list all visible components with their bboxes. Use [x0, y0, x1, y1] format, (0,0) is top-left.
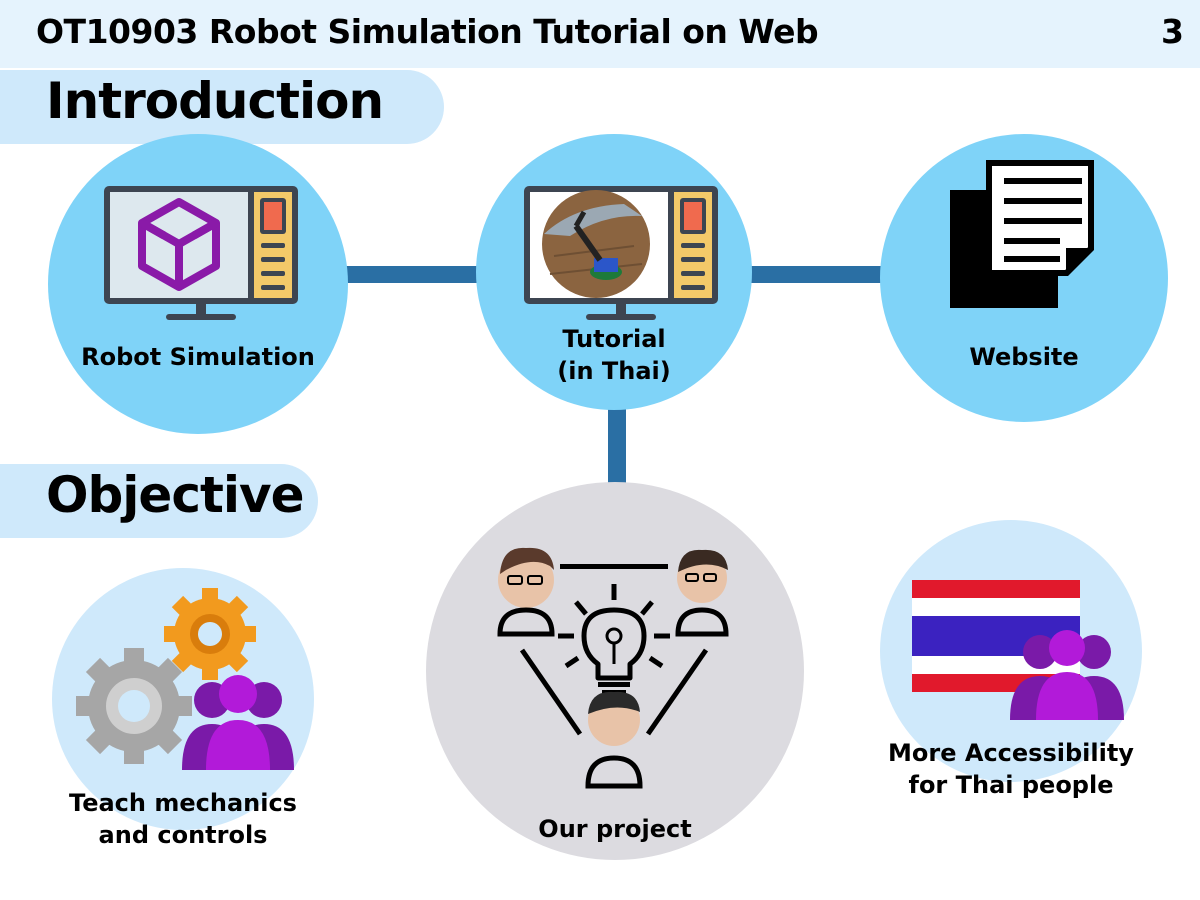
connector-right: [746, 266, 888, 283]
accessibility-label: More Accessibility for Thai people: [888, 739, 1134, 799]
connector-left: [340, 266, 488, 283]
website-label: Website: [969, 343, 1079, 371]
objective-heading: Objective: [46, 466, 305, 524]
teach-label: Teach mechanics and controls: [69, 789, 297, 849]
team-idea-icon: [497, 547, 729, 789]
monitor-robot-photo-icon: [524, 186, 718, 320]
presentation-title: OT10903 Robot Simulation Tutorial on Web: [36, 12, 819, 51]
monitor-unity-icon: [104, 186, 298, 320]
introduction-heading: Introduction: [46, 72, 384, 130]
page-number: 3: [1161, 12, 1184, 51]
our-project-label: Our project: [538, 815, 692, 843]
tutorial-label: Tutorial (in Thai): [557, 325, 671, 385]
documents-icon: [950, 160, 1094, 308]
gears-people-icon: [76, 588, 294, 770]
connector-down: [608, 405, 626, 485]
introduction-pill: [0, 70, 444, 144]
our-project-circle: [426, 482, 804, 860]
robot-simulation-label: Robot Simulation: [81, 343, 315, 371]
objective-pill: [0, 464, 318, 538]
thai-flag-people-icon: [912, 580, 1124, 720]
header-bar: OT10903 Robot Simulation Tutorial on Web…: [0, 0, 1200, 68]
